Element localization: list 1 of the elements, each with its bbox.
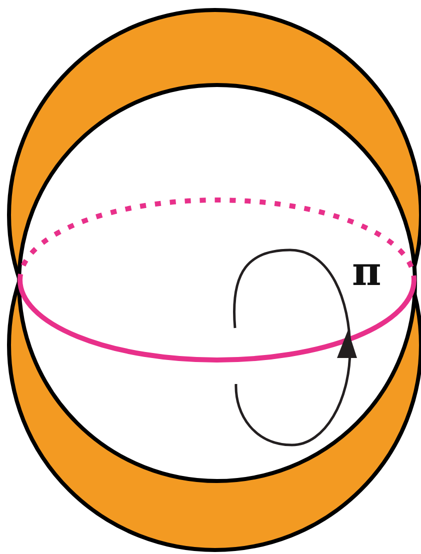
pi-label: π xyxy=(352,252,382,292)
